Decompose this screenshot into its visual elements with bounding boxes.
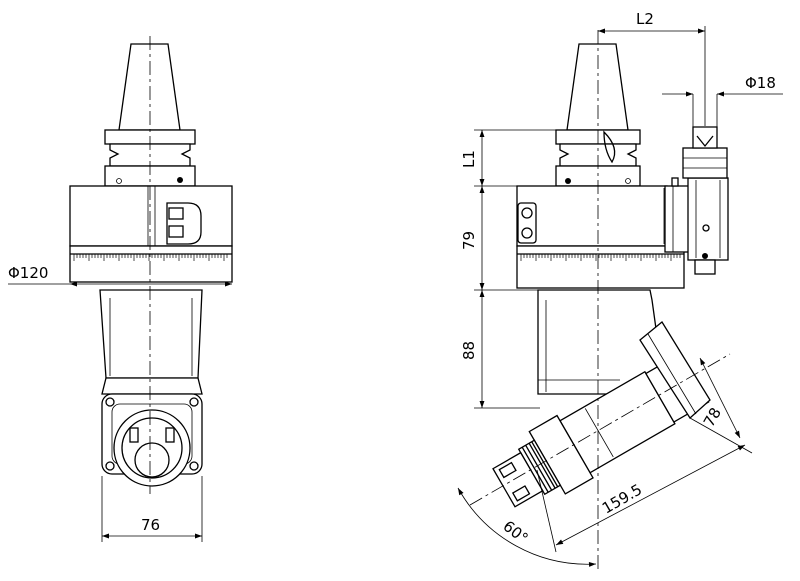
dim-height-88: 88 (460, 341, 478, 360)
stop-block (664, 185, 690, 253)
dim-width-76: 76 (141, 516, 160, 534)
housing-side (516, 185, 668, 247)
taper-shank (118, 43, 181, 131)
stop-pin-head (682, 147, 728, 179)
flange-hole-left (116, 178, 122, 184)
scale-ticks (73, 254, 228, 261)
dim-height-79: 79 (460, 231, 478, 250)
dim-length-78: 78 (700, 404, 725, 430)
taper-shank-side (566, 43, 629, 131)
scale-ticks-side (520, 254, 681, 261)
angle-scale-ring (69, 245, 233, 283)
collet (113, 409, 191, 487)
stop-pin-holder (687, 177, 729, 261)
dim-diameter-18: Φ18 (745, 74, 776, 92)
flange-hole-right (177, 177, 183, 183)
housing (69, 185, 233, 247)
dim-angle-60: 60° (500, 517, 532, 548)
collet-bore (134, 442, 170, 478)
spindle-body (99, 289, 203, 379)
front-dimensions: Φ120 76 (8, 264, 232, 542)
angle-scale-ring-side (516, 245, 685, 289)
angled-centerline (469, 353, 731, 506)
dim-l1: L1 (460, 150, 478, 168)
dim-length-159-5: 159.5 (599, 480, 645, 517)
front-view (69, 36, 233, 494)
dim-diameter-120: Φ120 (8, 264, 48, 282)
side-view (469, 30, 731, 570)
brand-d-mark (166, 202, 202, 245)
coolant-ports (517, 202, 537, 244)
dim-l2: L2 (636, 10, 654, 28)
